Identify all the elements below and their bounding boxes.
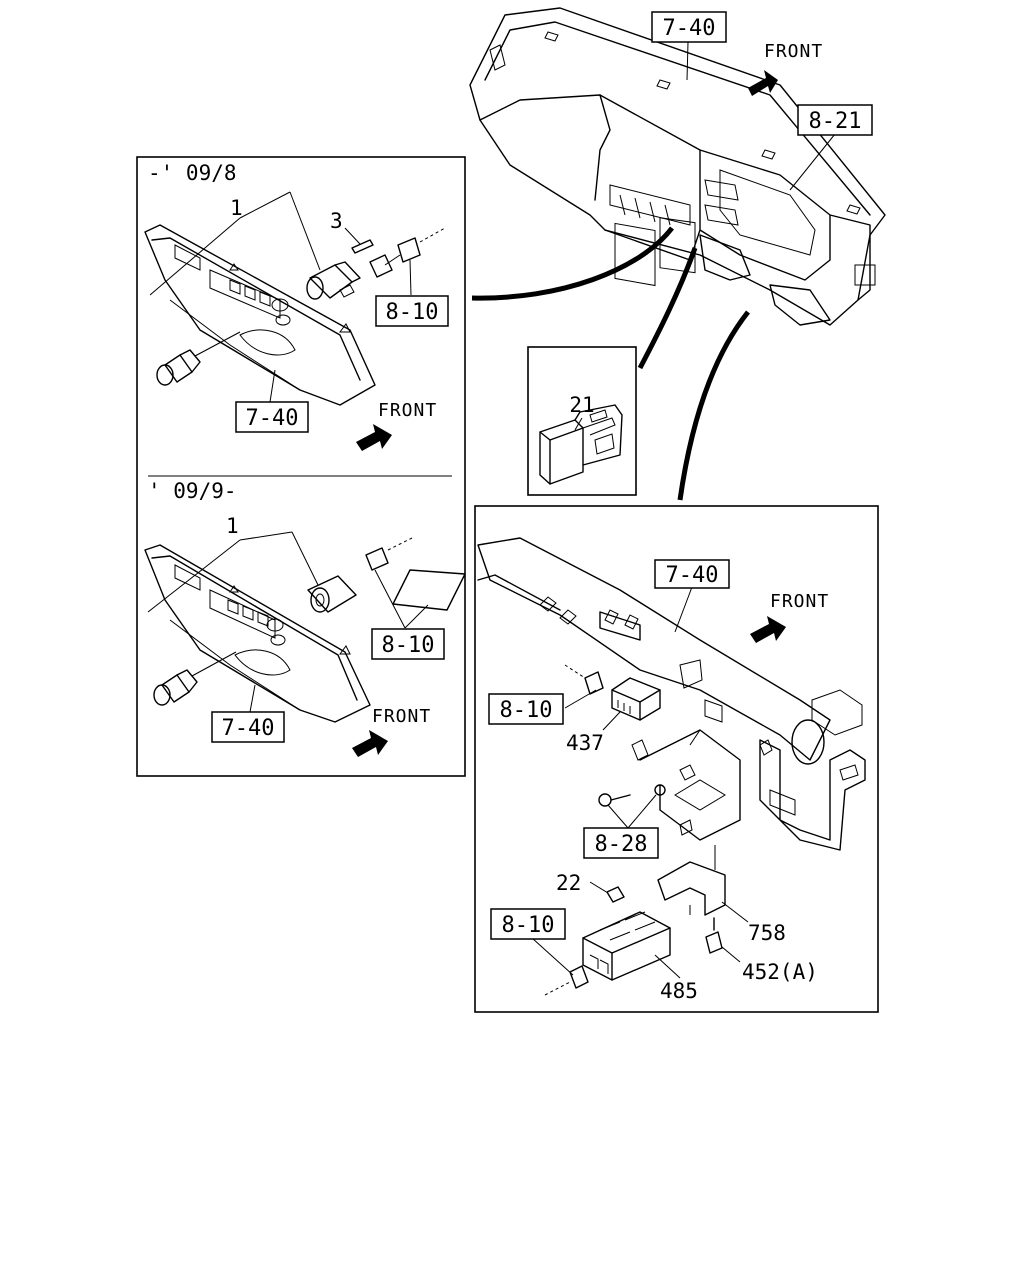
front-label-late: FRONT — [372, 706, 431, 727]
part-1-early: 1 — [230, 196, 243, 220]
leader-dashboard-right — [674, 586, 693, 633]
ref-box-harness-top: 8-10 — [488, 693, 564, 725]
front-label-main: FRONT — [764, 41, 823, 62]
lighter-plug-late — [153, 651, 237, 706]
bolts-8-28 — [598, 784, 666, 807]
lighter-socket-early — [306, 261, 361, 300]
front-arrow-late-icon — [352, 730, 388, 757]
leader-452 — [721, 946, 741, 963]
relay-437 — [611, 677, 661, 721]
ref-label-bolts: 8-28 — [595, 832, 648, 857]
ref-box-dashboard-right: 7-40 — [654, 559, 730, 589]
leader-harness-late-a — [374, 569, 406, 629]
connector-curve-left — [471, 226, 674, 301]
panel-early — [144, 224, 376, 406]
connector-curve-right — [677, 310, 750, 501]
inset-right-frame — [474, 505, 879, 1013]
inset-switch-frame — [527, 346, 637, 496]
ref-label-harness-late: 8-10 — [382, 633, 435, 658]
ref-label-dashboard: 7-40 — [663, 16, 716, 41]
leader-panel-early — [269, 369, 276, 403]
bracket-758 — [657, 845, 726, 916]
front-label-right: FRONT — [770, 591, 829, 612]
part-21: 21 — [569, 393, 594, 417]
inset-left-frame — [136, 156, 466, 777]
ref-label-dashboard-right: 7-40 — [666, 563, 719, 588]
module-485 — [582, 911, 671, 981]
ref-box-harness-late: 8-10 — [371, 628, 445, 660]
leader-1-early-b — [239, 191, 291, 219]
leader-harness-late-b — [404, 604, 429, 629]
lighter-plug-early — [156, 331, 241, 386]
leader-3 — [344, 227, 361, 245]
part-485: 485 — [660, 979, 698, 1003]
ref-box-harness-early: 8-10 — [375, 295, 449, 327]
leader-828-a — [607, 804, 629, 829]
harness-connector-early — [369, 227, 446, 278]
ref-box-harness-bottom: 8-10 — [490, 908, 566, 940]
ref-label-harness-early: 8-10 — [386, 300, 439, 325]
part-22: 22 — [556, 871, 581, 895]
part-437: 437 — [566, 731, 604, 755]
ref-box-meter: 8-21 — [797, 104, 873, 136]
leader-437 — [602, 711, 621, 731]
period-label-late: ' 09/9- — [148, 479, 237, 503]
leader-harness-top — [564, 689, 597, 709]
front-label-early: FRONT — [378, 400, 437, 421]
leader-1-late-a — [147, 539, 241, 613]
ref-label-meter: 8-21 — [809, 109, 862, 134]
leader-828-b — [627, 794, 657, 829]
ref-box-panel-late: 7-40 — [211, 711, 285, 743]
connector-top-harness — [564, 664, 604, 695]
lighter-socket-late — [307, 575, 357, 613]
bulb-part-3 — [351, 239, 374, 254]
ref-box-dashboard: 7-40 — [651, 11, 727, 43]
front-arrow-right-icon — [750, 616, 786, 643]
bracket-right — [759, 689, 866, 851]
bracket-center — [631, 729, 741, 841]
tag-22 — [606, 886, 625, 903]
leader-1-late-b — [239, 531, 293, 541]
leader-1-late-c — [291, 531, 319, 586]
leader-485 — [654, 954, 681, 979]
connector-curve-switch — [637, 247, 698, 370]
leader-1-early-c — [289, 191, 321, 271]
part-758: 758 — [748, 921, 786, 945]
leader-harness-early — [409, 259, 412, 296]
cross-member-beam — [477, 537, 831, 765]
leader-1-early-a — [149, 217, 241, 296]
part-1-late: 1 — [226, 514, 239, 538]
connector-bottom-harness — [544, 965, 589, 996]
panel-late — [144, 544, 371, 723]
leader-panel-late — [249, 684, 256, 713]
part-3: 3 — [330, 209, 343, 233]
leader-harness-bottom — [531, 937, 574, 976]
part-452: 452(A) — [742, 960, 818, 984]
ref-label-panel-late: 7-40 — [222, 716, 275, 741]
period-label-early: -' 09/8 — [148, 161, 237, 185]
harness-connector-late — [365, 537, 413, 571]
ref-label-harness-bottom: 8-10 — [502, 913, 555, 938]
ref-label-panel-early: 7-40 — [246, 406, 299, 431]
dashboard-assembly — [469, 7, 886, 326]
front-arrow-early-icon — [356, 424, 392, 451]
leader-758 — [721, 901, 749, 923]
leader-22 — [589, 881, 609, 894]
ref-box-panel-early: 7-40 — [235, 401, 309, 433]
switch-part-21 — [539, 404, 623, 485]
front-arrow-main-icon — [748, 70, 778, 96]
ref-label-harness-top: 8-10 — [500, 698, 553, 723]
label-sheet — [392, 569, 466, 611]
ref-box-bolts: 8-28 — [583, 827, 659, 859]
bolt-452 — [705, 917, 723, 954]
